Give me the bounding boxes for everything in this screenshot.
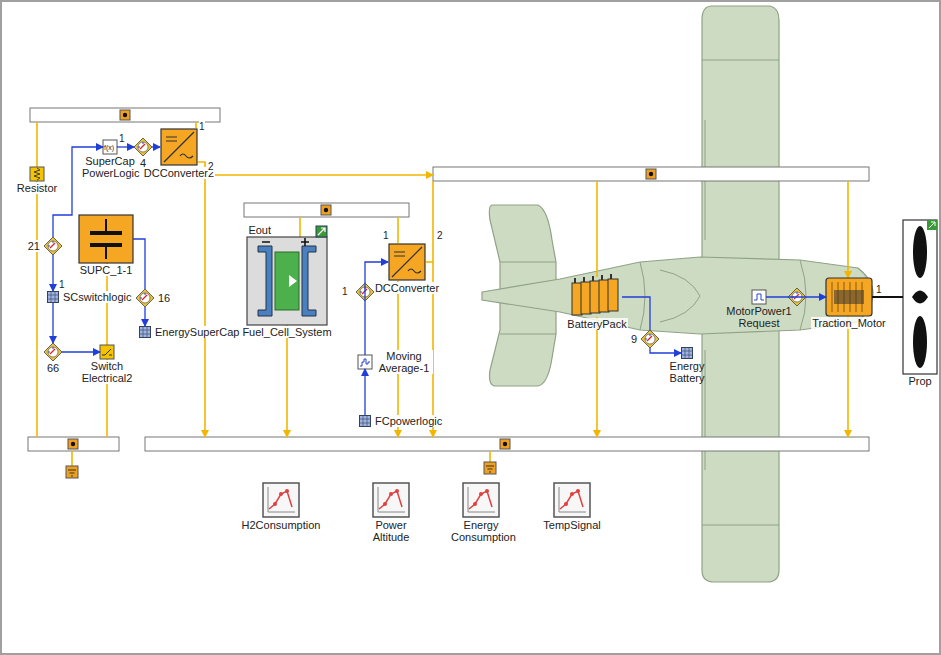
signal-line	[133, 239, 145, 289]
component-label: Fuel_Cell_System	[241, 326, 332, 338]
signal-line	[650, 348, 681, 353]
port-number: 1	[59, 279, 65, 290]
signal-line	[117, 146, 134, 147]
component-label: SuperCap PowerLogic	[81, 155, 139, 179]
energy-block: EnergySuperCap	[139, 326, 240, 338]
electrical-bus	[28, 108, 869, 451]
signal-line	[364, 369, 365, 415]
component-label: Resistor	[16, 182, 58, 194]
component-label: TempSignal	[542, 519, 601, 531]
terminal-label: Eout	[247, 224, 272, 236]
electric-motor-icon	[826, 278, 872, 316]
signal-line	[152, 146, 160, 147]
signal-line	[144, 307, 145, 326]
power-sensor	[44, 138, 806, 361]
sensor-callout: 16	[136, 289, 171, 307]
port-number: 2	[208, 161, 214, 172]
signal-source: MotorPower1 Request	[721, 290, 797, 329]
component-label: FCpowerlogic	[374, 415, 443, 427]
function-glyph: f(x)	[104, 142, 114, 153]
fuel-cell-system: EoutFuel_Cell_System	[241, 224, 332, 338]
resistor-component: Resistor	[16, 167, 58, 194]
component-label: H2Consumption	[241, 519, 322, 531]
component-label: SUPC_1-1	[79, 264, 134, 276]
component-label: 16	[157, 292, 171, 304]
plot-block: H2Consumption	[241, 482, 322, 531]
dc-converter: DCConverter	[374, 243, 440, 294]
port-number: 2	[437, 230, 443, 241]
signal-line	[62, 351, 100, 352]
sensor-callout: 4	[134, 138, 152, 169]
component-label: Power Altitude	[364, 519, 418, 543]
port-number: 1	[383, 230, 389, 241]
filter-block-icon	[358, 355, 372, 369]
component-label: Moving Average-1	[375, 350, 433, 374]
electrical-wire	[37, 122, 848, 466]
port-number: 1	[199, 121, 205, 132]
port-number: 1	[342, 286, 348, 297]
component-label: Energy Consumption	[450, 519, 512, 543]
logic-block: FCpowerlogic	[359, 415, 443, 427]
sensor-callout: 21	[27, 237, 62, 255]
energy-block: Energy Battery	[663, 347, 711, 384]
dc-converter: DCConverter2	[143, 128, 215, 179]
dc-converter-icon	[161, 129, 197, 165]
component-label: SCswitchlogic	[62, 291, 132, 303]
component-label: DCConverter	[374, 282, 440, 294]
signal-line	[766, 296, 826, 297]
electrical-switch: Switch Electrical2	[75, 345, 139, 384]
filter-block: Moving Average-1	[358, 350, 433, 374]
component-label: Switch Electrical2	[75, 360, 139, 384]
component-label: Energy Battery	[663, 360, 711, 384]
supercapacitor-icon	[79, 215, 133, 263]
port-number: 1	[119, 133, 125, 144]
propeller-icon	[903, 220, 937, 374]
component-label: MotorPower1 Request	[721, 305, 797, 329]
logic-block: SCswitchlogic	[47, 291, 132, 303]
component-label: BatteryPack	[566, 318, 627, 330]
signal-line	[52, 255, 53, 291]
resistor-symbol	[30, 167, 44, 181]
battery-pack: BatteryPack	[566, 277, 627, 330]
component-label: Traction_Motor	[811, 317, 887, 329]
component-label: 9	[630, 333, 638, 345]
plot-block: Energy Consumption	[450, 482, 512, 543]
traction-motor: Traction_Motor	[811, 278, 887, 329]
signal-line	[52, 303, 53, 343]
component-label: 21	[27, 240, 41, 252]
component-label: EnergySuperCap	[154, 326, 240, 338]
propeller: Prop	[903, 220, 937, 387]
signal-source-icon	[752, 290, 766, 304]
plot-block: TempSignal	[542, 482, 601, 531]
component-label: Prop	[907, 375, 932, 387]
component-label: 66	[46, 362, 60, 374]
airplane-silhouette	[482, 6, 873, 582]
signal-line	[365, 262, 388, 355]
mechanical-shaft	[872, 296, 903, 298]
dc-converter-icon	[389, 244, 425, 280]
sensor-callout: 66	[44, 343, 62, 374]
function-block	[103, 140, 117, 154]
battery-pack-icon	[572, 274, 618, 315]
sensor-callout: 9	[630, 330, 659, 348]
plot-block: Power Altitude	[364, 482, 418, 543]
ground-symbol	[66, 462, 496, 478]
supercapacitor: SUPC_1-1	[79, 215, 134, 276]
plot-icon	[263, 483, 590, 517]
fuel-cell-icon	[247, 226, 327, 325]
switch-icon	[100, 345, 114, 359]
component-label: DCConverter2	[143, 167, 215, 179]
airplane-details	[500, 60, 806, 525]
port-number: 1	[876, 284, 882, 295]
